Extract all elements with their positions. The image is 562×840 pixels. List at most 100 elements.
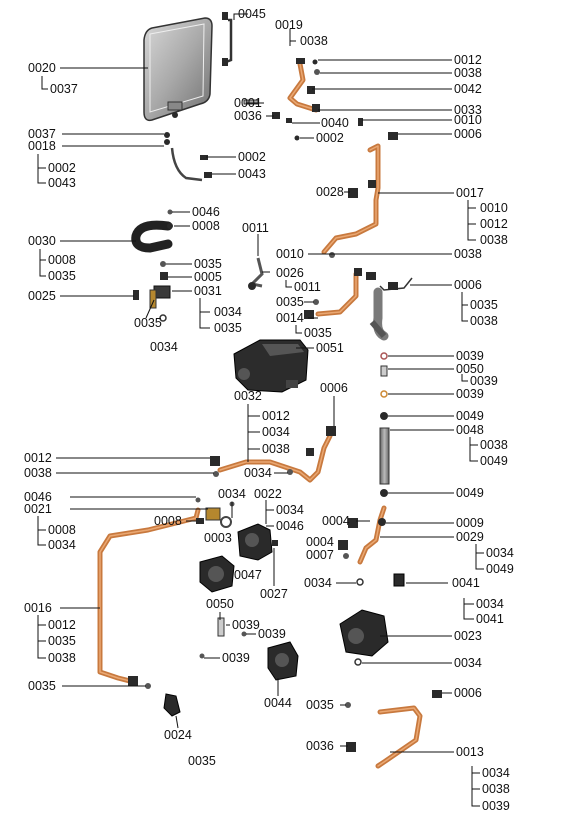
part-number-label: 0035 <box>470 298 498 312</box>
part-number-label: 0050 <box>456 362 484 376</box>
fittings-0031 <box>133 261 171 322</box>
part-number-label: 0008 <box>192 219 220 233</box>
part-number-label: 0036 <box>306 739 334 753</box>
part-number-label: 0046 <box>24 490 52 504</box>
pipe-0014 <box>304 268 376 319</box>
part-number-label: 0036 <box>234 109 262 123</box>
part-number-label: 0035 <box>134 316 162 330</box>
part-number-label: 0010 <box>480 201 508 215</box>
part-number-label: 0012 <box>48 618 76 632</box>
part-number-label: 0002 <box>238 150 266 164</box>
part-number-label: 0034 <box>482 766 510 780</box>
part-number-label: 0019 <box>275 18 303 32</box>
part-number-label: 0034 <box>486 546 514 560</box>
part-number-label: 0017 <box>456 186 484 200</box>
part-number-label: 0008 <box>154 514 182 528</box>
pipe-0018 <box>164 132 212 182</box>
part-number-label: 0049 <box>480 454 508 468</box>
part-number-label: 0038 <box>482 782 510 796</box>
part-number-label: 0016 <box>24 601 52 615</box>
part-number-label: 0034 <box>262 425 290 439</box>
pump-0022 <box>205 501 278 561</box>
pipe-0006-grey <box>369 277 413 341</box>
pipe-0019 <box>243 58 363 141</box>
part-number-label: 0014 <box>276 311 304 325</box>
part-number-label: 0004 <box>322 514 350 528</box>
part-number-label: 0027 <box>260 587 288 601</box>
part-0050-lower <box>199 617 247 659</box>
part-number-label: 0038 <box>454 66 482 80</box>
part-number-label: 0020 <box>28 61 56 75</box>
part-number-label: 0034 <box>304 576 332 590</box>
gas-valve-0051 <box>233 339 309 393</box>
part-number-label: 0012 <box>24 451 52 465</box>
part-number-label: 0006 <box>454 686 482 700</box>
part-number-label: 0028 <box>316 185 344 199</box>
part-number-label: 0035 <box>194 257 222 271</box>
part-number-label: 0050 <box>206 597 234 611</box>
part-number-label: 0039 <box>456 387 484 401</box>
part-number-label: 0035 <box>48 269 76 283</box>
part-number-label: 0030 <box>28 234 56 248</box>
part-number-label: 0029 <box>456 530 484 544</box>
part-number-label: 0011 <box>294 280 321 294</box>
part-number-label: 0002 <box>48 161 76 175</box>
part-number-label: 0043 <box>238 167 266 181</box>
part-number-label: 0022 <box>254 487 282 501</box>
part-number-label: 0049 <box>456 486 484 500</box>
part-number-label: 0023 <box>454 629 482 643</box>
part-number-label: 0041 <box>452 576 480 590</box>
part-number-label: 0031 <box>194 284 222 298</box>
part-number-label: 0034 <box>276 503 304 517</box>
part-number-label: 0043 <box>48 176 76 190</box>
part-number-label: 0037 <box>50 82 78 96</box>
part-number-label: 0035 <box>304 326 332 340</box>
part-number-label: 0012 <box>480 217 508 231</box>
part-number-label: 0006 <box>320 381 348 395</box>
part-0045 <box>222 12 233 66</box>
part-number-label: 0035 <box>306 698 334 712</box>
pump-motor-0047 <box>199 555 235 593</box>
part-number-label: 0038 <box>262 442 290 456</box>
part-number-label: 0046 <box>276 519 304 533</box>
part-number-label: 0018 <box>28 139 56 153</box>
part-number-label: 0034 <box>214 305 242 319</box>
part-number-label: 0010 <box>276 247 304 261</box>
part-number-label: 0007 <box>306 548 334 562</box>
part-0024 <box>163 693 181 717</box>
part-number-label: 0001 <box>234 96 262 110</box>
part-number-label: 0038 <box>454 247 482 261</box>
part-number-label: 0009 <box>456 516 484 530</box>
part-number-label: 0011 <box>242 221 269 235</box>
part-number-label: 0034 <box>48 538 76 552</box>
pipe-0032 <box>210 426 336 483</box>
pipe-0029 <box>338 505 405 587</box>
part-number-label: 0039 <box>222 651 250 665</box>
part-number-label: 0024 <box>164 728 192 742</box>
part-number-label: 0049 <box>486 562 514 576</box>
hose-0030 <box>131 209 173 253</box>
part-number-label: 0033 <box>454 103 482 117</box>
part-number-label: 0034 <box>244 466 272 480</box>
part-number-label: 0039 <box>482 799 510 813</box>
part-number-label: 0038 <box>300 34 328 48</box>
expansion-vessel <box>143 17 213 122</box>
part-number-label: 0026 <box>276 266 304 280</box>
part-number-label: 0035 <box>188 754 216 768</box>
part-number-label: 0034 <box>454 656 482 670</box>
part-number-label: 0012 <box>262 409 290 423</box>
part-number-label: 0012 <box>454 53 482 67</box>
part-number-label: 0039 <box>470 374 498 388</box>
part-number-label: 0039 <box>232 618 260 632</box>
part-number-label: 0035 <box>28 679 56 693</box>
part-number-label: 0025 <box>28 289 56 303</box>
part-number-label: 0041 <box>476 612 504 626</box>
part-number-label: 0037 <box>28 127 56 141</box>
part-0044 <box>267 641 299 681</box>
part-number-label: 0035 <box>214 321 242 335</box>
pipe-0016 <box>97 497 204 689</box>
part-number-label: 0047 <box>234 568 262 582</box>
part-number-label: 0038 <box>470 314 498 328</box>
part-number-label: 0008 <box>48 253 76 267</box>
